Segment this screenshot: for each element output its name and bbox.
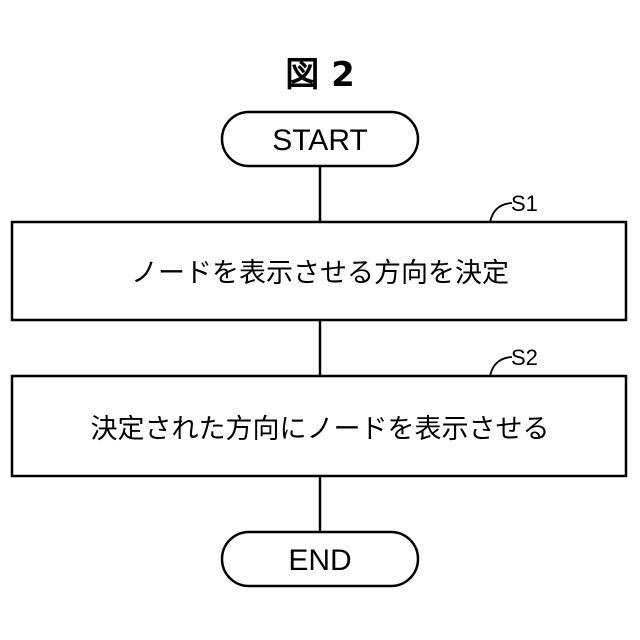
end-terminal: END: [222, 532, 418, 586]
step-text-s2: 決定された方向にノードを表示させる: [91, 414, 550, 445]
figure-title: 図 2: [285, 55, 355, 95]
step-text-s1: ノードを表示させる方向を決定: [131, 258, 509, 289]
start-terminal: START: [222, 112, 418, 166]
leader-line-s2: [490, 357, 512, 376]
step-id-s1: S1: [511, 191, 538, 216]
end-label: END: [288, 544, 351, 577]
leader-line-s1: [490, 203, 512, 222]
start-label: START: [272, 124, 368, 157]
step-id-s2: S2: [511, 345, 538, 370]
